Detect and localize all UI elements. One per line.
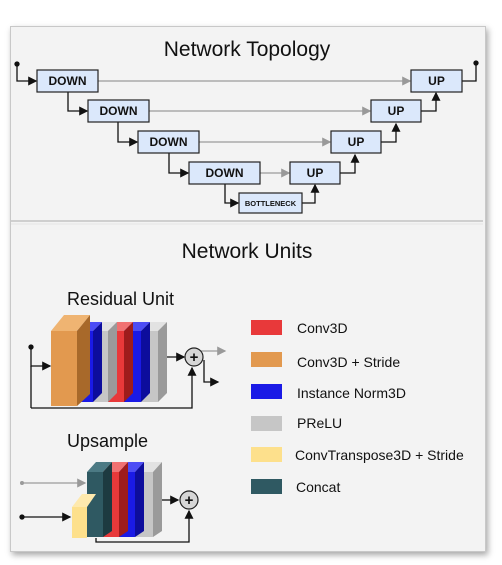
up-path xyxy=(302,60,479,204)
down-block-2-label: DOWN xyxy=(100,104,138,118)
legend-label-concat: Concat xyxy=(296,479,340,495)
down-block-1: DOWN xyxy=(36,69,99,93)
residual-unit-diagram: + xyxy=(28,315,227,409)
up-block-1: UP xyxy=(289,161,341,185)
legend-label-prelu: PReLU xyxy=(297,415,342,431)
down-block-1-label: DOWN xyxy=(49,74,87,88)
legend-item-conv3d-stride: Conv3D + Stride xyxy=(251,352,400,370)
upsample-title: Upsample xyxy=(67,431,148,451)
up-block-3-label: UP xyxy=(388,104,405,118)
up-block-1-label: UP xyxy=(307,166,324,180)
residual-layer-conv-stride xyxy=(51,315,90,406)
bottleneck-block: BOTTLENECK xyxy=(238,192,303,214)
residual-plus-node: + xyxy=(184,347,204,367)
legend-label-conv3d: Conv3D xyxy=(297,320,348,336)
legend-item-prelu: PReLU xyxy=(251,415,342,431)
up-block-2: UP xyxy=(330,130,382,154)
upsample-diagram: + xyxy=(19,462,199,543)
units-title: Network Units xyxy=(182,240,313,263)
legend-item-instance-norm3d: Instance Norm3D xyxy=(251,384,406,401)
down-block-4: DOWN xyxy=(188,161,261,185)
down-path xyxy=(14,61,240,208)
legend-label-instance-norm3d: Instance Norm3D xyxy=(297,385,406,401)
skip-connections xyxy=(98,76,412,178)
legend-label-convtranspose3d-stride: ConvTranspose3D + Stride xyxy=(295,447,464,463)
legend-label-conv3d-stride: Conv3D + Stride xyxy=(297,354,400,370)
legend-item-conv3d: Conv3D xyxy=(251,320,348,336)
up-block-4: UP xyxy=(410,69,463,93)
upsample-layer-convtranspose xyxy=(72,494,96,538)
up-block-4-label: UP xyxy=(428,74,445,88)
down-block-3: DOWN xyxy=(137,130,200,154)
legend-item-concat: Concat xyxy=(251,479,340,495)
down-block-3-label: DOWN xyxy=(150,135,188,149)
down-block-2: DOWN xyxy=(87,99,150,123)
output-node xyxy=(473,60,479,66)
legend: Conv3D Conv3D + Stride Instance Norm3D P… xyxy=(251,320,464,495)
upsample-layer-concat xyxy=(87,462,112,537)
legend-item-convtranspose3d-stride: ConvTranspose3D + Stride xyxy=(251,447,464,463)
up-block-3: UP xyxy=(370,99,422,123)
topology-title: Network Topology xyxy=(164,38,331,61)
residual-plus-symbol: + xyxy=(190,349,199,366)
upsample-plus-node: + xyxy=(179,490,199,510)
up-block-2-label: UP xyxy=(348,135,365,149)
down-block-4-label: DOWN xyxy=(206,166,244,180)
upsample-plus-symbol: + xyxy=(185,492,194,509)
residual-unit-title: Residual Unit xyxy=(67,289,174,309)
bottleneck-label: BOTTLENECK xyxy=(245,199,297,208)
